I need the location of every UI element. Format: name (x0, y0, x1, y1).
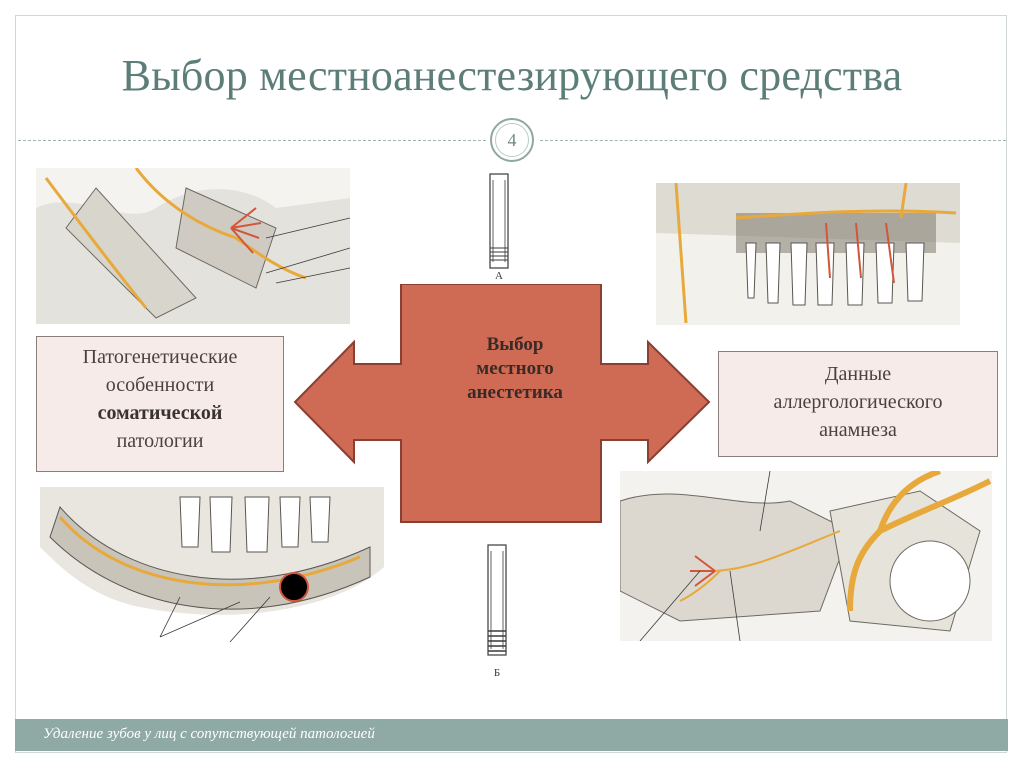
cartridge-label-b: Б (493, 667, 501, 679)
page-number-badge: 4 (490, 118, 534, 162)
title-rule-left (18, 140, 486, 141)
center-label: Выбор местного анестетика (430, 333, 600, 405)
left-box-bold-line: соматической (97, 402, 223, 424)
center-label-line-1: Выбор (486, 334, 544, 355)
page-number: 4 (495, 123, 529, 157)
anesthetic-cartridge-a: А (484, 172, 514, 288)
allergy-history-box: Данные аллергологического анамнеза (718, 351, 998, 457)
mandibular-nerve-illustration (36, 168, 350, 324)
slide-title: Выбор местноанестезирующего средства (121, 51, 903, 100)
left-box-line-2: особенности (105, 374, 215, 396)
footer-bar: Удаление зубов у лиц с сопутствующей пат… (15, 719, 1008, 751)
left-box-line-4: патологии (116, 430, 204, 452)
center-label-line-3: анестетика (467, 382, 563, 403)
cartridge-label-a: А (495, 270, 503, 282)
pterygopalatine-nerve-illustration (620, 471, 992, 641)
title-rule-right (540, 140, 1006, 141)
lower-jaw-section-illustration (40, 487, 384, 652)
maxillary-teeth-illustration (656, 183, 960, 325)
pathogenetic-features-box: Патогенетические особенности соматическо… (36, 336, 284, 472)
right-box-line-3: анамнеза (819, 419, 897, 441)
footer-text: Удаление зубов у лиц с сопутствующей пат… (43, 726, 375, 742)
right-box-line-1: Данные (824, 363, 892, 385)
slide-frame (15, 15, 1007, 753)
anesthetic-cartridge-b: Б (482, 543, 512, 683)
left-box-line-1: Патогенетические (82, 346, 238, 368)
center-label-line-2: местного (476, 358, 554, 379)
center-arrow-shape (293, 283, 711, 529)
right-box-line-2: аллергологического (773, 391, 943, 413)
